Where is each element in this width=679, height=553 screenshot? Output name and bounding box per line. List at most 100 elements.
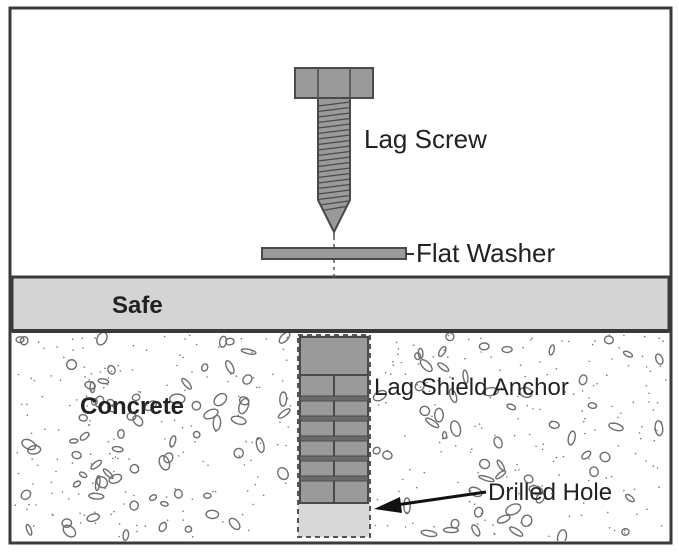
sand-dot	[404, 435, 406, 437]
sand-dot	[259, 442, 262, 445]
sand-dot	[191, 535, 194, 538]
sand-dot	[552, 460, 555, 463]
thread-line	[317, 178, 351, 184]
lag-shield-anchor-shape	[299, 336, 369, 504]
sand-dot	[50, 375, 53, 377]
sand-dot	[542, 443, 544, 445]
thread-line	[319, 200, 349, 206]
aggregate-stone	[414, 380, 425, 392]
drilled-hole-label: Drilled Hole	[488, 479, 612, 506]
sand-dot	[99, 371, 102, 373]
aggregate-stone	[212, 414, 222, 432]
sand-dot	[477, 535, 479, 537]
sand-dot	[606, 374, 608, 377]
sand-dot	[587, 479, 590, 482]
sand-dot	[190, 530, 193, 532]
sand-dot	[660, 525, 663, 527]
aggregate-stone	[437, 345, 447, 358]
lag-screw-label: Lag Screw	[364, 124, 487, 154]
sand-dot	[506, 476, 508, 478]
sand-dot	[177, 455, 180, 457]
sand-dot	[469, 451, 472, 454]
aggregate-stone	[372, 446, 381, 455]
thread-line	[322, 205, 346, 212]
sand-dot	[539, 361, 541, 363]
sand-dot	[17, 373, 20, 376]
sand-dot	[89, 453, 92, 456]
aggregate-stone	[129, 500, 139, 511]
sand-dot	[107, 440, 110, 443]
sand-dot	[166, 384, 168, 387]
aggregate-stone	[71, 450, 82, 460]
sand-dot	[618, 347, 620, 349]
aggregate-stone	[578, 374, 588, 386]
aggregate-stone	[535, 492, 546, 504]
sand-dot	[119, 370, 122, 372]
sand-dot	[473, 503, 476, 506]
sand-dot	[518, 492, 520, 495]
sand-dot	[61, 491, 64, 493]
aggregate-stone	[90, 459, 103, 470]
sand-dot	[164, 438, 166, 440]
anchor-rib	[299, 395, 369, 402]
sand-dot	[181, 426, 184, 429]
sand-dot	[284, 482, 287, 485]
aggregate-stone	[184, 525, 193, 533]
aggregate-stone	[168, 393, 186, 405]
sand-dot	[272, 373, 274, 376]
sand-dot	[484, 519, 486, 522]
aggregate-stone	[240, 348, 257, 355]
sand-dot	[170, 445, 172, 447]
sand-dot	[480, 512, 483, 515]
sand-dot	[251, 441, 253, 444]
lag-shield-anchor-label: Lag Shield Anchor	[374, 374, 569, 401]
sand-dot	[592, 384, 595, 387]
aggregate-stone	[382, 450, 393, 460]
concrete-label: Concrete	[80, 393, 184, 420]
aggregate-stone	[501, 345, 513, 354]
aggregate-stone	[419, 359, 433, 373]
aggregate-stone	[25, 523, 33, 536]
sand-dot	[243, 464, 246, 466]
sand-dot	[88, 379, 90, 381]
sand-dot	[541, 448, 544, 451]
sand-dot	[665, 379, 667, 381]
sand-dot	[136, 524, 138, 527]
sand-dot	[222, 521, 224, 523]
sand-dot	[75, 399, 78, 401]
aggregate-stone	[279, 391, 288, 407]
sand-dot	[237, 395, 240, 398]
aggregate-stone	[482, 387, 499, 397]
sand-dot	[468, 500, 471, 503]
aggregate-stone	[518, 386, 533, 399]
sand-dot	[530, 339, 532, 341]
sand-dot	[540, 490, 542, 493]
sand-dot	[514, 469, 517, 472]
sand-dot	[478, 423, 481, 425]
sand-dot	[26, 508, 28, 511]
sand-dot	[385, 401, 387, 404]
sand-dot	[471, 448, 473, 451]
sand-dot	[110, 370, 113, 373]
thread-line	[317, 167, 351, 173]
thread-line	[317, 189, 351, 195]
sand-dot	[392, 364, 395, 367]
sand-dot	[526, 404, 529, 407]
sand-dot	[659, 365, 662, 368]
sand-dot	[607, 511, 609, 514]
sand-dot	[648, 401, 650, 403]
sand-dot	[251, 351, 253, 354]
sand-dot	[516, 463, 518, 466]
sand-dot	[289, 405, 292, 407]
sand-dot	[490, 356, 492, 358]
sand-dot	[611, 405, 613, 408]
sand-dot	[641, 355, 644, 358]
aggregate-stone	[624, 493, 635, 503]
aggregate-stone	[233, 447, 245, 459]
sand-dot	[237, 414, 240, 417]
sand-dot	[447, 356, 449, 359]
aggregate-stone	[228, 517, 241, 531]
sand-dot	[191, 498, 194, 501]
sand-dot	[591, 343, 594, 346]
aggregate-stone	[581, 450, 592, 460]
